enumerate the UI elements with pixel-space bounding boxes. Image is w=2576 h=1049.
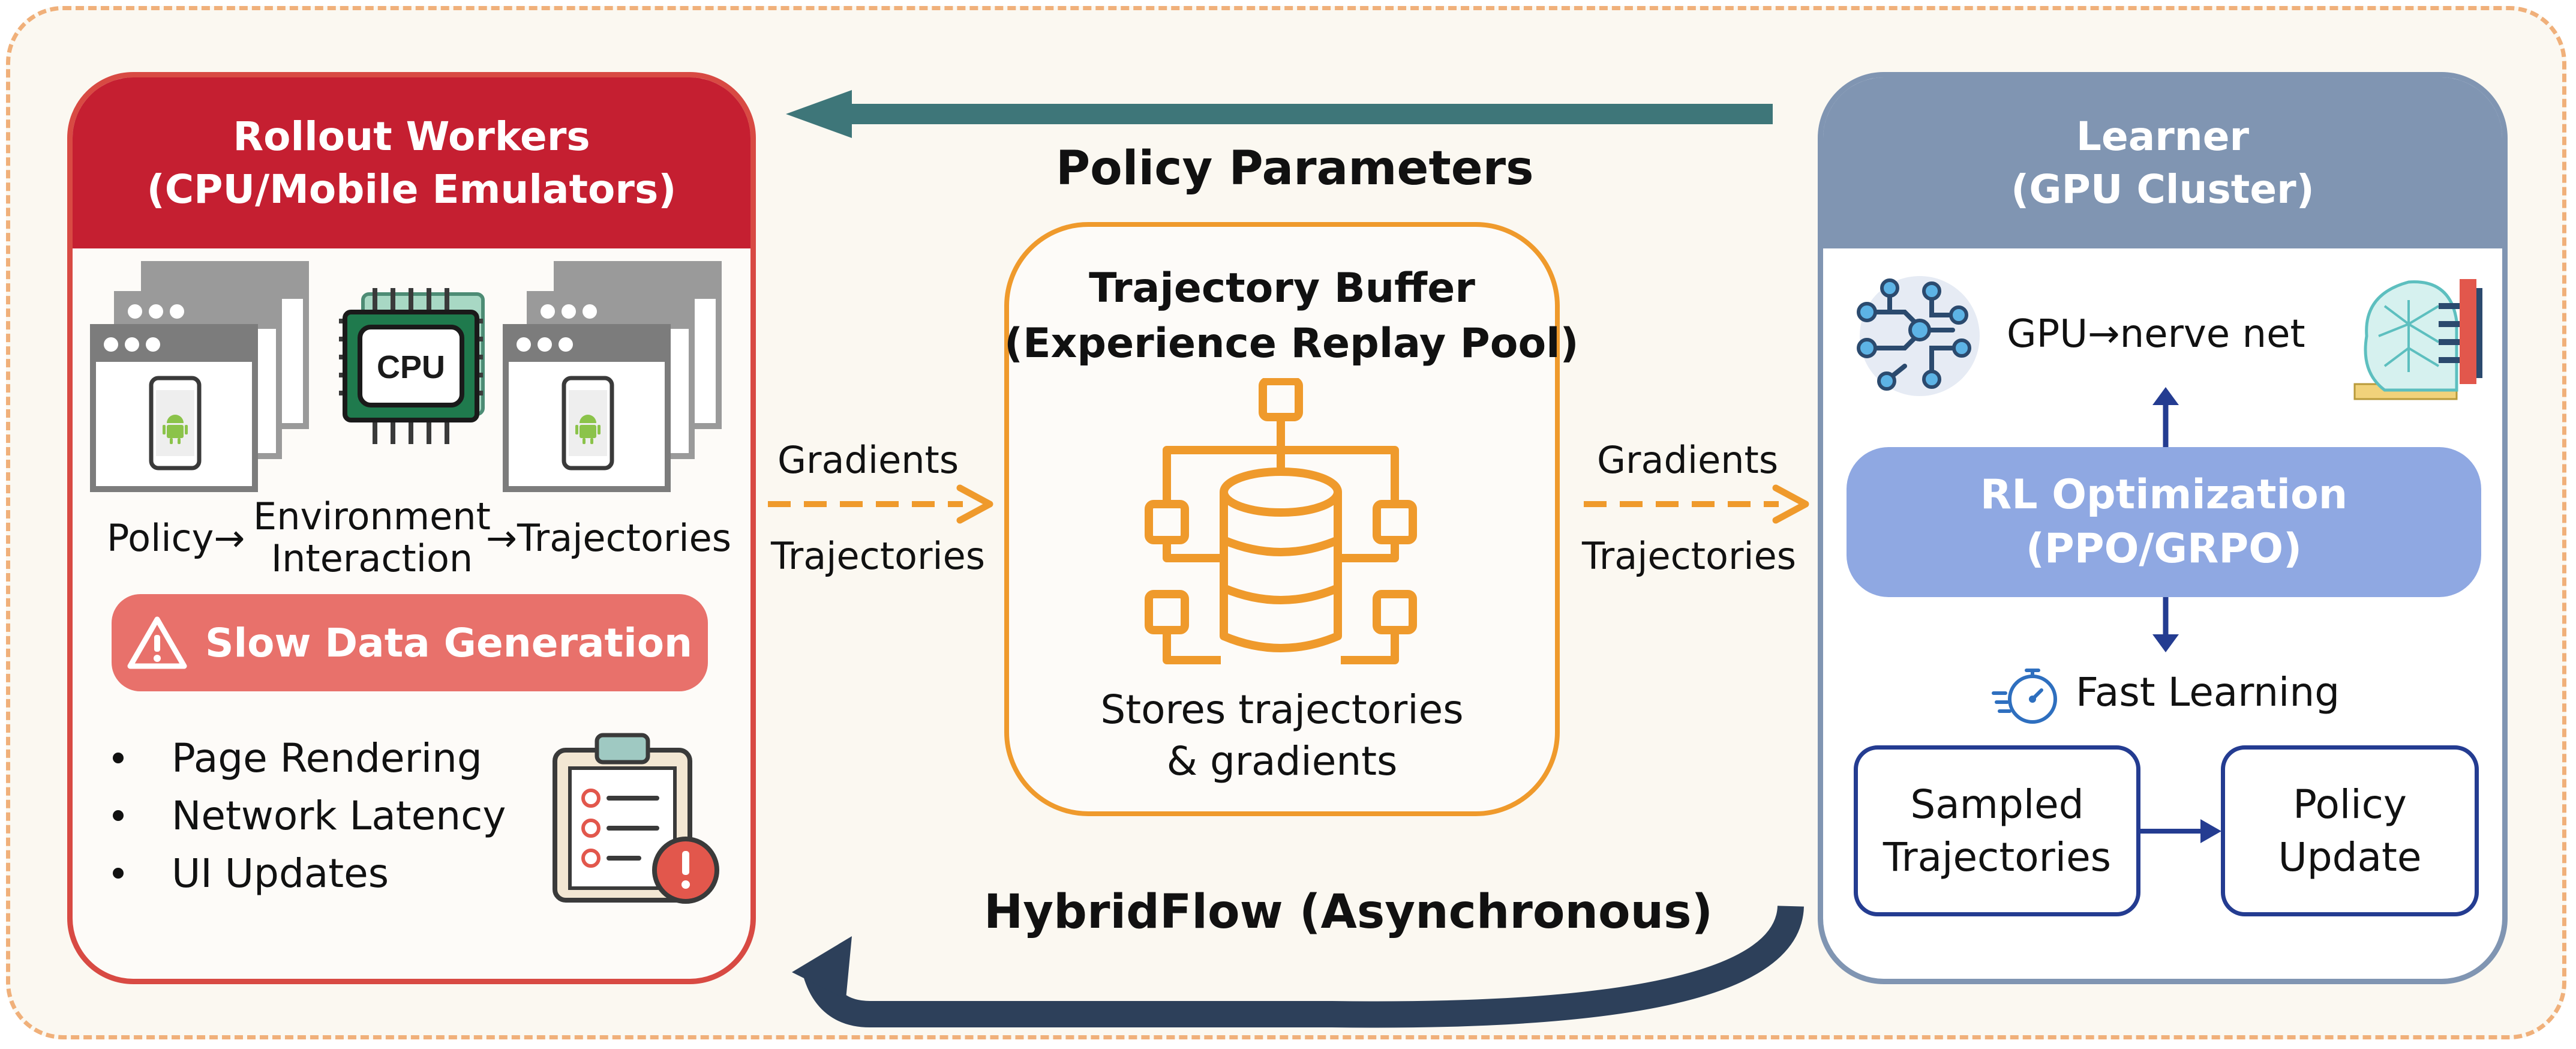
policy-label: Policy→ — [107, 516, 245, 560]
trajectory-buffer-title-line2: (Experience Replay Pool) — [1004, 320, 1579, 367]
rollout-workers-panel: Rollout Workers (CPU/Mobile Emulators) — [67, 72, 756, 984]
right-arrow-gradients-label: Gradients — [1597, 438, 1779, 482]
list-item: Network Latency — [113, 787, 506, 844]
list-item: Page Rendering — [113, 729, 506, 787]
environment-interaction-line2: Interaction — [271, 537, 473, 580]
list-item: UI Updates — [113, 844, 506, 902]
warning-icon — [127, 616, 187, 669]
rl-optimization-line2: (PPO/GRPO) — [2025, 525, 2302, 573]
rollout-workers-header: Rollout Workers (CPU/Mobile Emulators) — [73, 77, 750, 248]
policy-parameters-label: Policy Parameters — [1056, 142, 1534, 196]
sampled-to-update-arrow — [2140, 819, 2221, 843]
trajectories-out-label: →Trajectories — [486, 516, 732, 560]
latency-causes-list: Page Rendering Network Latency UI Update… — [113, 729, 506, 902]
hybridflow-curved-arrow — [792, 905, 1804, 1028]
mobile-emulator-windows-right — [503, 261, 722, 492]
learner-title-line1: Learner — [2076, 113, 2250, 160]
environment-interaction-line1: Environment — [253, 494, 491, 538]
clipboard-alert-icon — [553, 733, 719, 904]
rl-optimization-line1: RL Optimization — [1980, 471, 2348, 518]
gpu-nerve-net-label: GPU→nerve net — [2007, 312, 2305, 356]
sampled-trajectories-line2: Trajectories — [1883, 834, 2112, 880]
slow-data-generation-text: Slow Data Generation — [205, 619, 693, 666]
phone-icon — [562, 376, 614, 470]
mobile-emulator-windows-left — [90, 261, 309, 492]
phone-icon — [149, 376, 202, 470]
sampled-trajectories-line1: Sampled — [1910, 781, 2084, 828]
right-gradients-arrow — [1584, 484, 1809, 524]
trajectory-buffer-description: Stores trajectories & gradients — [1004, 684, 1560, 787]
policy-update-line1: Policy — [2293, 781, 2407, 828]
down-arrow-to-fast-learning — [2152, 597, 2179, 652]
android-icon — [163, 415, 188, 444]
trajectory-buffer-title: Trajectory Buffer (Experience Replay Poo… — [1004, 261, 1579, 371]
rollout-title-line2: (CPU/Mobile Emulators) — [146, 166, 677, 212]
rollout-title-line1: Rollout Workers — [233, 113, 590, 160]
cpu-chip-label: CPU — [377, 349, 445, 385]
rl-optimization-box: RL Optimization (PPO/GRPO) — [1847, 447, 2481, 597]
learner-header: Learner (GPU Cluster) — [1823, 77, 2502, 248]
left-gradients-arrow — [768, 484, 993, 524]
database-network-icon — [1145, 378, 1417, 664]
slow-data-generation-badge: Slow Data Generation — [112, 594, 708, 691]
android-icon — [575, 415, 601, 444]
trajectory-buffer-title-line1: Trajectory Buffer — [1089, 265, 1475, 312]
policy-parameters-arrow — [786, 90, 1773, 138]
right-arrow-trajectories-label: Trajectories — [1582, 534, 1797, 578]
cpu-chip-icon: CPU — [339, 288, 485, 444]
sampled-trajectories-box: Sampled Trajectories — [1854, 745, 2140, 916]
left-arrow-gradients-label: Gradients — [777, 438, 959, 482]
up-arrow-to-gpu — [2152, 387, 2179, 453]
environment-interaction-label: Environment Interaction — [252, 496, 492, 580]
trajectory-buffer-description-line1: Stores trajectories — [1100, 687, 1464, 733]
trajectory-buffer-description-line2: & gradients — [1166, 738, 1398, 784]
ai-brain-chip-icon — [2353, 279, 2482, 400]
policy-update-line2: Update — [2278, 834, 2422, 880]
trajectory-buffer-box — [1004, 222, 1560, 816]
fast-learning-label: Fast Learning — [2076, 669, 2340, 715]
stopwatch-icon — [1992, 669, 2057, 724]
neural-circuit-icon — [1857, 276, 1980, 396]
policy-update-box: Policy Update — [2221, 745, 2479, 916]
left-arrow-trajectories-label: Trajectories — [771, 534, 986, 578]
learner-title-line2: (GPU Cluster) — [2011, 166, 2314, 212]
hybridflow-label: HybridFlow (Asynchronous) — [984, 885, 1713, 939]
